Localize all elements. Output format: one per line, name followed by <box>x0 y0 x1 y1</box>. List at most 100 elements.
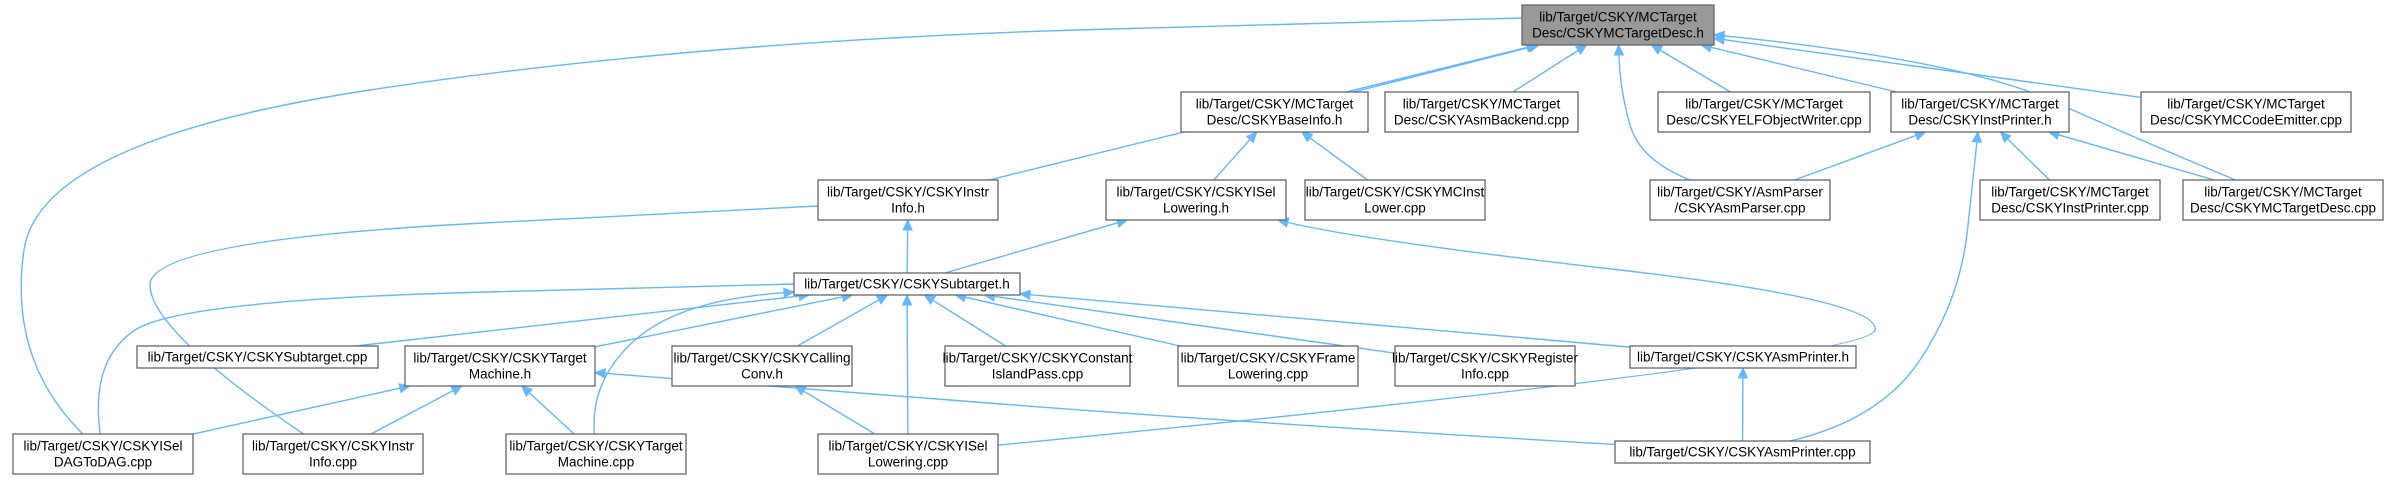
dependency-edge <box>192 387 401 435</box>
node-mctargetdesc-h[interactable]: lib/Target/CSKY/MCTargetDesc/CSKYMCTarge… <box>1521 4 1715 46</box>
dependency-edge <box>1710 46 1897 93</box>
node-label-line: lib/Target/CSKY/MCTarget <box>2204 185 2362 200</box>
node-label-line: lib/Target/CSKY/CSKYISel <box>23 439 182 454</box>
dependency-edge <box>1618 54 1691 181</box>
dependency-edge <box>944 222 1118 274</box>
node-instprinter-cpp[interactable]: lib/Target/CSKY/MCTargetDesc/CSKYInstPri… <box>1979 179 2161 221</box>
node-label-line: lib/Target/CSKY/MCTarget <box>1539 10 1697 25</box>
edge-arrowhead <box>1737 366 1749 379</box>
node-label-line: lib/Target/CSKY/CSKYFrame <box>1181 351 1356 366</box>
node-elfobjwriter-cpp[interactable]: lib/Target/CSKY/MCTargetDesc/CSKYELFObje… <box>1657 91 1871 133</box>
dependency-edge <box>1512 49 1579 93</box>
edge-arrowhead <box>1971 130 1983 143</box>
node-label-line: lib/Target/CSKY/CSKYISel <box>828 439 987 454</box>
node-box <box>505 433 687 475</box>
node-label-line: Info.cpp <box>309 455 357 470</box>
edge-arrowhead <box>923 294 937 306</box>
node-label-line: Desc/CSKYInstPrinter.h <box>1908 113 2051 128</box>
edge-arrowhead <box>794 385 807 396</box>
node-box <box>2140 91 2352 133</box>
node-box <box>1177 345 1359 387</box>
node-label-line: Desc/CSKYMCCodeEmitter.cpp <box>2150 113 2342 128</box>
node-constislandpass-cpp[interactable]: lib/Target/CSKY/CSKYConstantIslandPass.c… <box>943 345 1133 387</box>
node-box <box>2182 179 2384 221</box>
node-asmbackend-cpp[interactable]: lib/Target/CSKY/MCTargetDesc/CSKYAsmBack… <box>1384 91 1579 133</box>
dependency-edge <box>1309 137 1369 181</box>
node-label-line: lib/Target/CSKY/CSKYTarget <box>509 439 683 454</box>
node-box <box>136 345 379 369</box>
node-box <box>1180 91 1369 133</box>
node-label-line: lib/Target/CSKY/MCTarget <box>1685 97 1843 112</box>
edge-arrowhead <box>593 368 606 379</box>
node-label-line: DAGToDAG.cpp <box>54 455 152 470</box>
node-mccodeemitter-cpp[interactable]: lib/Target/CSKY/MCTargetDesc/CSKYMCCodeE… <box>2140 91 2352 133</box>
node-label-line: Desc/CSKYInstPrinter.cpp <box>1991 201 2149 216</box>
node-label-line: lib/Target/CSKY/MCTarget <box>1991 185 2149 200</box>
edge-arrowhead <box>1574 44 1588 56</box>
node-label-line: Desc/CSKYMCTargetDesc.cpp <box>2190 201 2376 216</box>
node-asmparser-cpp[interactable]: lib/Target/CSKY/AsmParser/CSKYAsmParser.… <box>1649 179 1831 221</box>
dependency-edge <box>932 299 1007 347</box>
node-label-line: Desc/CSKYMCTargetDesc.h <box>1532 26 1704 41</box>
node-label-line: lib/Target/CSKY/CSKYConstant <box>943 351 1133 366</box>
edge-arrowhead <box>520 385 534 397</box>
node-box <box>793 272 1021 296</box>
node-label-line: lib/Target/CSKY/CSKYInstr <box>252 439 415 454</box>
dependency-edge <box>370 390 454 435</box>
node-label-line: Lowering.cpp <box>868 455 948 470</box>
node-box <box>1105 179 1287 221</box>
edge-arrowhead <box>1999 131 2012 144</box>
node-subtarget-h[interactable]: lib/Target/CSKY/CSKYSubtarget.h <box>793 272 1021 296</box>
node-label-line: Machine.cpp <box>558 455 635 470</box>
dependency-edge <box>20 17 1523 435</box>
dependency-edge <box>2007 138 2051 181</box>
node-label-line: lib/Target/CSKY/CSKYAsmPrinter.cpp <box>1629 445 1855 460</box>
node-box <box>12 433 194 475</box>
node-baseinfo-h[interactable]: lib/Target/CSKY/MCTargetDesc/CSKYBaseInf… <box>1180 91 1369 133</box>
node-box <box>1614 440 1871 464</box>
node-box <box>1394 345 1576 387</box>
node-box <box>1521 4 1715 46</box>
node-subtarget-cpp[interactable]: lib/Target/CSKY/CSKYSubtarget.cpp <box>136 345 379 369</box>
edge-arrowhead <box>1018 289 1031 301</box>
dependency-edge <box>97 283 795 435</box>
node-box <box>1649 179 1831 221</box>
edge-arrowhead <box>1245 131 1258 144</box>
node-label-line: Conv.h <box>741 367 783 382</box>
node-label-line: lib/Target/CSKY/CSKYISel <box>1116 185 1275 200</box>
node-box <box>817 433 999 475</box>
node-label-line: Machine.h <box>469 367 531 382</box>
node-label-line: lib/Target/CSKY/MCTarget <box>2167 97 2325 112</box>
node-box <box>817 179 999 221</box>
node-instprinter-h[interactable]: lib/Target/CSKY/MCTargetDesc/CSKYInstPri… <box>1890 91 2070 133</box>
dependency-edge <box>997 221 1876 446</box>
node-label-line: Lowering.cpp <box>1228 367 1308 382</box>
node-box <box>1657 91 1871 133</box>
node-label-line: Lowering.h <box>1163 201 1229 216</box>
dependency-edge <box>2058 134 2215 181</box>
dependency-edge <box>906 304 909 435</box>
dependency-edge <box>906 229 909 274</box>
edge-arrowhead <box>902 218 913 231</box>
node-asmprinter-h[interactable]: lib/Target/CSKY/CSKYAsmPrinter.h <box>1629 345 1857 369</box>
edge-arrowhead <box>1712 34 1726 45</box>
dependency-edge <box>355 295 800 347</box>
dependency-edge <box>1794 134 1917 181</box>
dependency-edge <box>1213 138 1251 181</box>
node-label-line: lib/Target/CSKY/CSKYCalling <box>673 351 850 366</box>
node-label-line: lib/Target/CSKY/CSKYMCInst <box>1306 185 1485 200</box>
node-label-line: lib/Target/CSKY/CSKYInstr <box>827 185 990 200</box>
node-mctargetdesc-cpp[interactable]: lib/Target/CSKY/MCTargetDesc/CSKYMCTarge… <box>2182 179 2384 221</box>
node-asmprinter-cpp[interactable]: lib/Target/CSKY/CSKYAsmPrinter.cpp <box>1614 440 1871 464</box>
